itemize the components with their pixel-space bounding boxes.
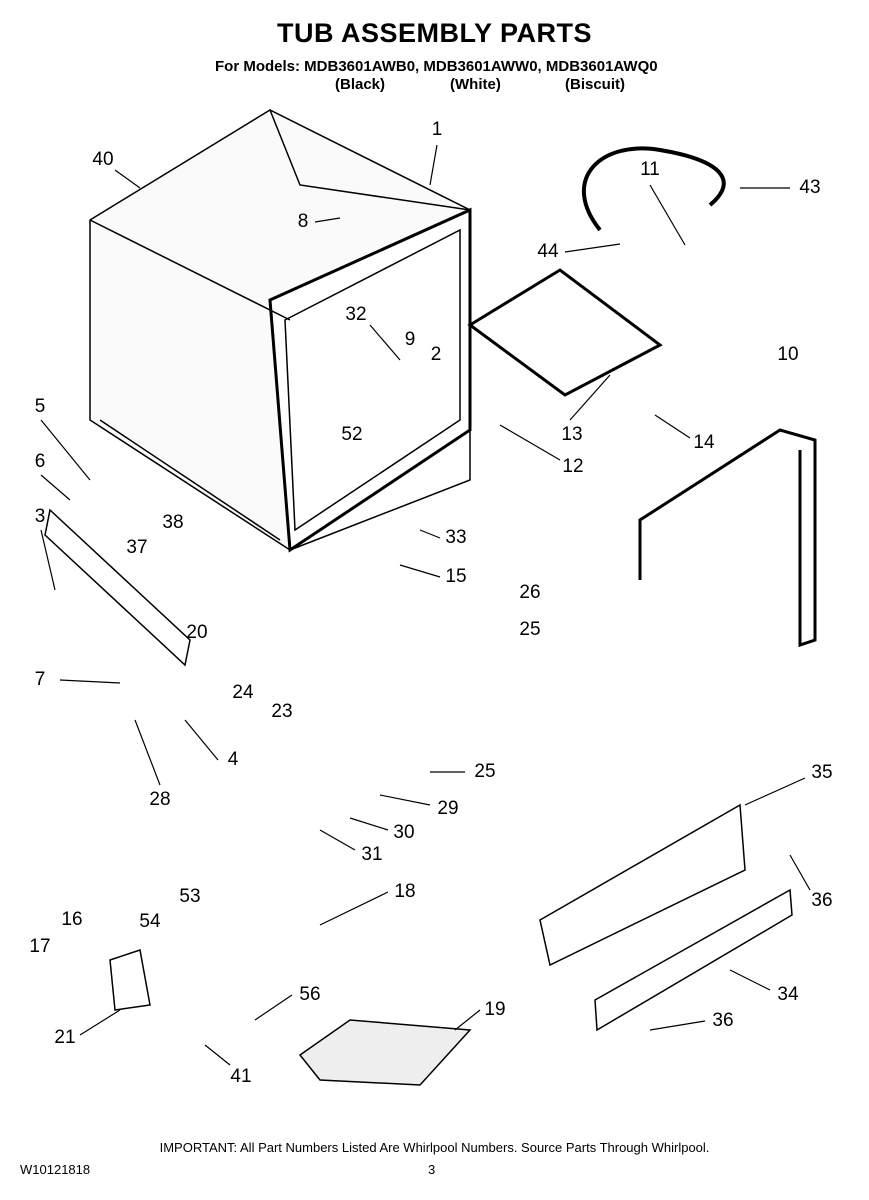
part-callout: 56 (299, 984, 321, 1005)
part-callout: 11 (640, 159, 660, 180)
part-callout: 31 (361, 844, 383, 865)
part-callout: 20 (186, 622, 208, 643)
part-callout: 25 (519, 619, 541, 640)
tub-drawing (89, 109, 472, 553)
part-callout: 13 (561, 424, 583, 445)
part-callout: 16 (61, 909, 83, 930)
part-callout: 33 (445, 527, 467, 548)
part-callout: 41 (230, 1066, 252, 1087)
part-callout: 19 (484, 999, 506, 1020)
important-note: IMPORTANT: All Part Numbers Listed Are W… (159, 1140, 710, 1155)
part-callout: 44 (537, 241, 559, 262)
part-callout: 17 (29, 936, 51, 957)
part-callout: 36 (712, 1010, 734, 1031)
part-callout: 5 (34, 396, 46, 417)
part-callout: 25 (474, 761, 496, 782)
part-callout: 38 (162, 512, 184, 533)
part-callout: 6 (34, 451, 46, 472)
part-callout: 7 (34, 669, 46, 690)
part-callout: 2 (430, 344, 442, 365)
part-callout: 14 (693, 432, 715, 453)
part-callout: 3 (34, 506, 46, 527)
part-callout: 8 (297, 211, 309, 232)
document-number: W10121818 (20, 1162, 91, 1177)
part-callout: 18 (394, 881, 416, 902)
part-callout: 23 (271, 701, 293, 722)
part-callout: 36 (811, 890, 833, 911)
toe-panel-drawing (44, 508, 793, 1086)
hose-drawing (581, 146, 726, 232)
part-callout: 35 (811, 762, 833, 783)
part-callout: 12 (562, 456, 584, 477)
part-callout: 52 (341, 424, 363, 445)
leader-lines (40, 144, 811, 1066)
part-callout: 40 (92, 149, 114, 170)
door-seal-drawing (467, 268, 817, 648)
part-callout: 37 (126, 537, 148, 558)
part-callout: 15 (445, 566, 467, 587)
models-line: For Models: MDB3601AWB0, MDB3601AWW0, MD… (215, 58, 658, 75)
color-white: (White) (450, 76, 501, 93)
color-black: (Black) (335, 76, 386, 93)
part-callout: 30 (393, 822, 415, 843)
page-title: TUB ASSEMBLY PARTS (276, 18, 593, 48)
part-callout: 43 (799, 177, 821, 198)
part-callout: 10 (777, 344, 799, 365)
part-callout: 32 (345, 304, 367, 325)
page-number: 3 (428, 1162, 436, 1177)
part-callout: 34 (777, 984, 799, 1005)
part-callout: 24 (232, 682, 254, 703)
part-callout: 9 (404, 329, 416, 350)
color-biscuit: (Biscuit) (565, 76, 625, 93)
part-callout: 26 (519, 582, 541, 603)
part-callout: 1 (431, 119, 443, 140)
part-callout: 4 (227, 749, 239, 770)
part-callout: 29 (437, 798, 459, 819)
part-callout: 21 (54, 1027, 76, 1048)
part-callout: 53 (179, 886, 201, 907)
part-callout: 54 (139, 911, 161, 932)
part-callout: 28 (149, 789, 171, 810)
